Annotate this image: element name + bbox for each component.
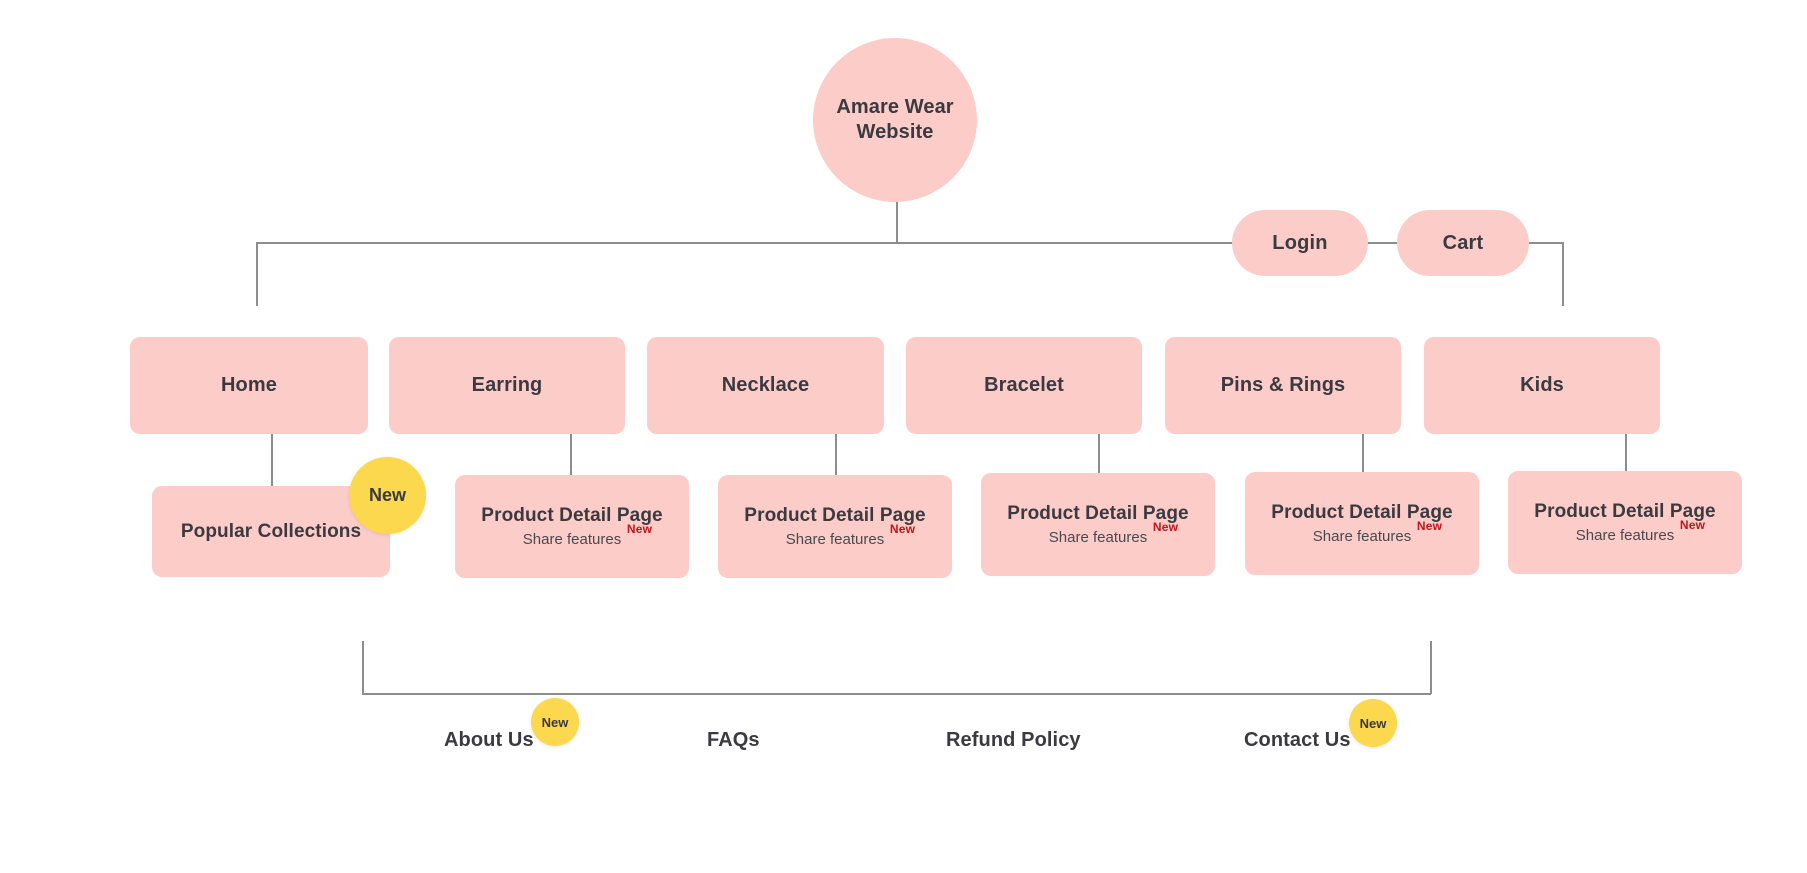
footer-link-contact-us[interactable]: Contact Us xyxy=(1244,729,1351,752)
connector-main-bus xyxy=(256,242,1563,244)
badge-new-about-us-label: New xyxy=(541,714,569,730)
node-leaf-product-detail-pins-and-rings[interactable]: Product Detail Page Share features New xyxy=(1245,472,1479,575)
node-category-pins-and-rings-label: Pins & Rings xyxy=(1220,374,1346,396)
node-leaf-product-detail-pins-and-rings-subtitle: Share features New xyxy=(1312,519,1442,546)
footer-link-contact-us-label: Contact Us xyxy=(1244,729,1351,751)
node-leaf-product-detail-necklace[interactable]: Product Detail Page Share features New xyxy=(718,475,952,578)
node-leaf-product-detail-bracelet-subtitle-text: Share features xyxy=(1048,529,1148,547)
node-login[interactable]: Login xyxy=(1232,210,1368,276)
root-node-amare-wear-website[interactable]: Amare Wear Website xyxy=(813,38,977,202)
connector-pinsrings-to-leaf xyxy=(1362,434,1364,472)
connector-earring-to-leaf xyxy=(570,434,572,475)
connector-bus-drop-left xyxy=(256,242,258,306)
node-leaf-product-detail-kids[interactable]: Product Detail Page Share features New xyxy=(1508,471,1742,574)
badge-new-contact-us-label: New xyxy=(1359,715,1387,731)
connector-necklace-to-leaf xyxy=(835,434,837,475)
node-category-kids[interactable]: Kids xyxy=(1424,337,1660,434)
node-leaf-product-detail-earring-subtitle: Share features New xyxy=(522,522,652,549)
node-leaf-product-detail-necklace-subtitle: Share features New xyxy=(785,522,915,549)
badge-new-about-us[interactable]: New xyxy=(531,698,579,746)
node-leaf-product-detail-earring[interactable]: Product Detail Page Share features New xyxy=(455,475,689,578)
badge-new-contact-us[interactable]: New xyxy=(1349,699,1397,747)
node-leaf-product-detail-pins-and-rings-title: Product Detail Page xyxy=(1271,501,1453,523)
node-leaf-product-detail-kids-title: Product Detail Page xyxy=(1534,500,1716,522)
node-leaf-product-detail-earring-title: Product Detail Page xyxy=(481,504,663,526)
node-login-label: Login xyxy=(1272,231,1328,254)
node-category-bracelet[interactable]: Bracelet xyxy=(906,337,1142,434)
node-category-home-label: Home xyxy=(221,374,277,396)
footer-link-faqs-label: FAQs xyxy=(707,729,760,751)
connector-footer-drop-left xyxy=(362,641,364,694)
footer-link-faqs[interactable]: FAQs xyxy=(707,729,760,752)
node-leaf-product-detail-earring-subtitle-text: Share features xyxy=(522,531,622,549)
node-leaf-product-detail-bracelet[interactable]: Product Detail Page Share features New xyxy=(981,473,1215,576)
node-leaf-product-detail-pins-and-rings-subtitle-text: Share features xyxy=(1312,528,1412,546)
node-leaf-product-detail-necklace-subtitle-text: Share features xyxy=(785,531,885,549)
footer-link-about-us-label: About Us xyxy=(444,729,534,751)
node-category-home[interactable]: Home xyxy=(130,337,368,434)
connector-bus-drop-right xyxy=(1562,242,1564,306)
connector-footer-bus xyxy=(362,693,1431,695)
node-category-earring-label: Earring xyxy=(471,374,543,396)
superscript-new-pins-and-rings: New xyxy=(1416,519,1443,534)
superscript-new-bracelet: New xyxy=(1152,520,1179,535)
node-category-necklace[interactable]: Necklace xyxy=(647,337,884,434)
connector-bracelet-to-leaf xyxy=(1098,434,1100,473)
node-leaf-product-detail-bracelet-title: Product Detail Page xyxy=(1007,502,1189,524)
node-leaf-product-detail-kids-subtitle-text: Share features xyxy=(1575,527,1675,545)
node-leaf-popular-collections-title: Popular Collections xyxy=(180,520,362,542)
root-node-label-line2: Website xyxy=(856,121,934,143)
root-node-label-line1: Amare Wear xyxy=(836,96,954,118)
node-category-pins-and-rings[interactable]: Pins & Rings xyxy=(1165,337,1401,434)
connector-root-stem xyxy=(896,196,898,243)
footer-link-refund-policy[interactable]: Refund Policy xyxy=(946,729,1081,752)
node-leaf-product-detail-bracelet-subtitle: Share features New xyxy=(1048,520,1178,547)
badge-new-popular-collections-label: New xyxy=(368,485,406,505)
superscript-new-earring: New xyxy=(626,522,653,537)
node-category-necklace-label: Necklace xyxy=(721,374,810,396)
node-cart[interactable]: Cart xyxy=(1397,210,1529,276)
connector-kids-to-leaf xyxy=(1625,434,1627,471)
root-node-label: Amare Wear Website xyxy=(836,95,953,145)
node-category-kids-label: Kids xyxy=(1520,374,1564,396)
node-category-earring[interactable]: Earring xyxy=(389,337,625,434)
node-category-bracelet-label: Bracelet xyxy=(984,374,1064,396)
node-leaf-product-detail-necklace-title: Product Detail Page xyxy=(744,504,926,526)
node-cart-label: Cart xyxy=(1442,231,1484,254)
footer-link-about-us[interactable]: About Us xyxy=(444,729,534,752)
superscript-new-necklace: New xyxy=(889,522,916,537)
footer-link-refund-policy-label: Refund Policy xyxy=(946,729,1081,751)
badge-new-popular-collections[interactable]: New xyxy=(349,457,426,534)
superscript-new-kids: New xyxy=(1679,518,1706,533)
connector-home-to-leaf xyxy=(271,434,273,486)
node-leaf-product-detail-kids-subtitle: Share features New xyxy=(1575,518,1705,545)
connector-footer-drop-right xyxy=(1430,641,1432,694)
